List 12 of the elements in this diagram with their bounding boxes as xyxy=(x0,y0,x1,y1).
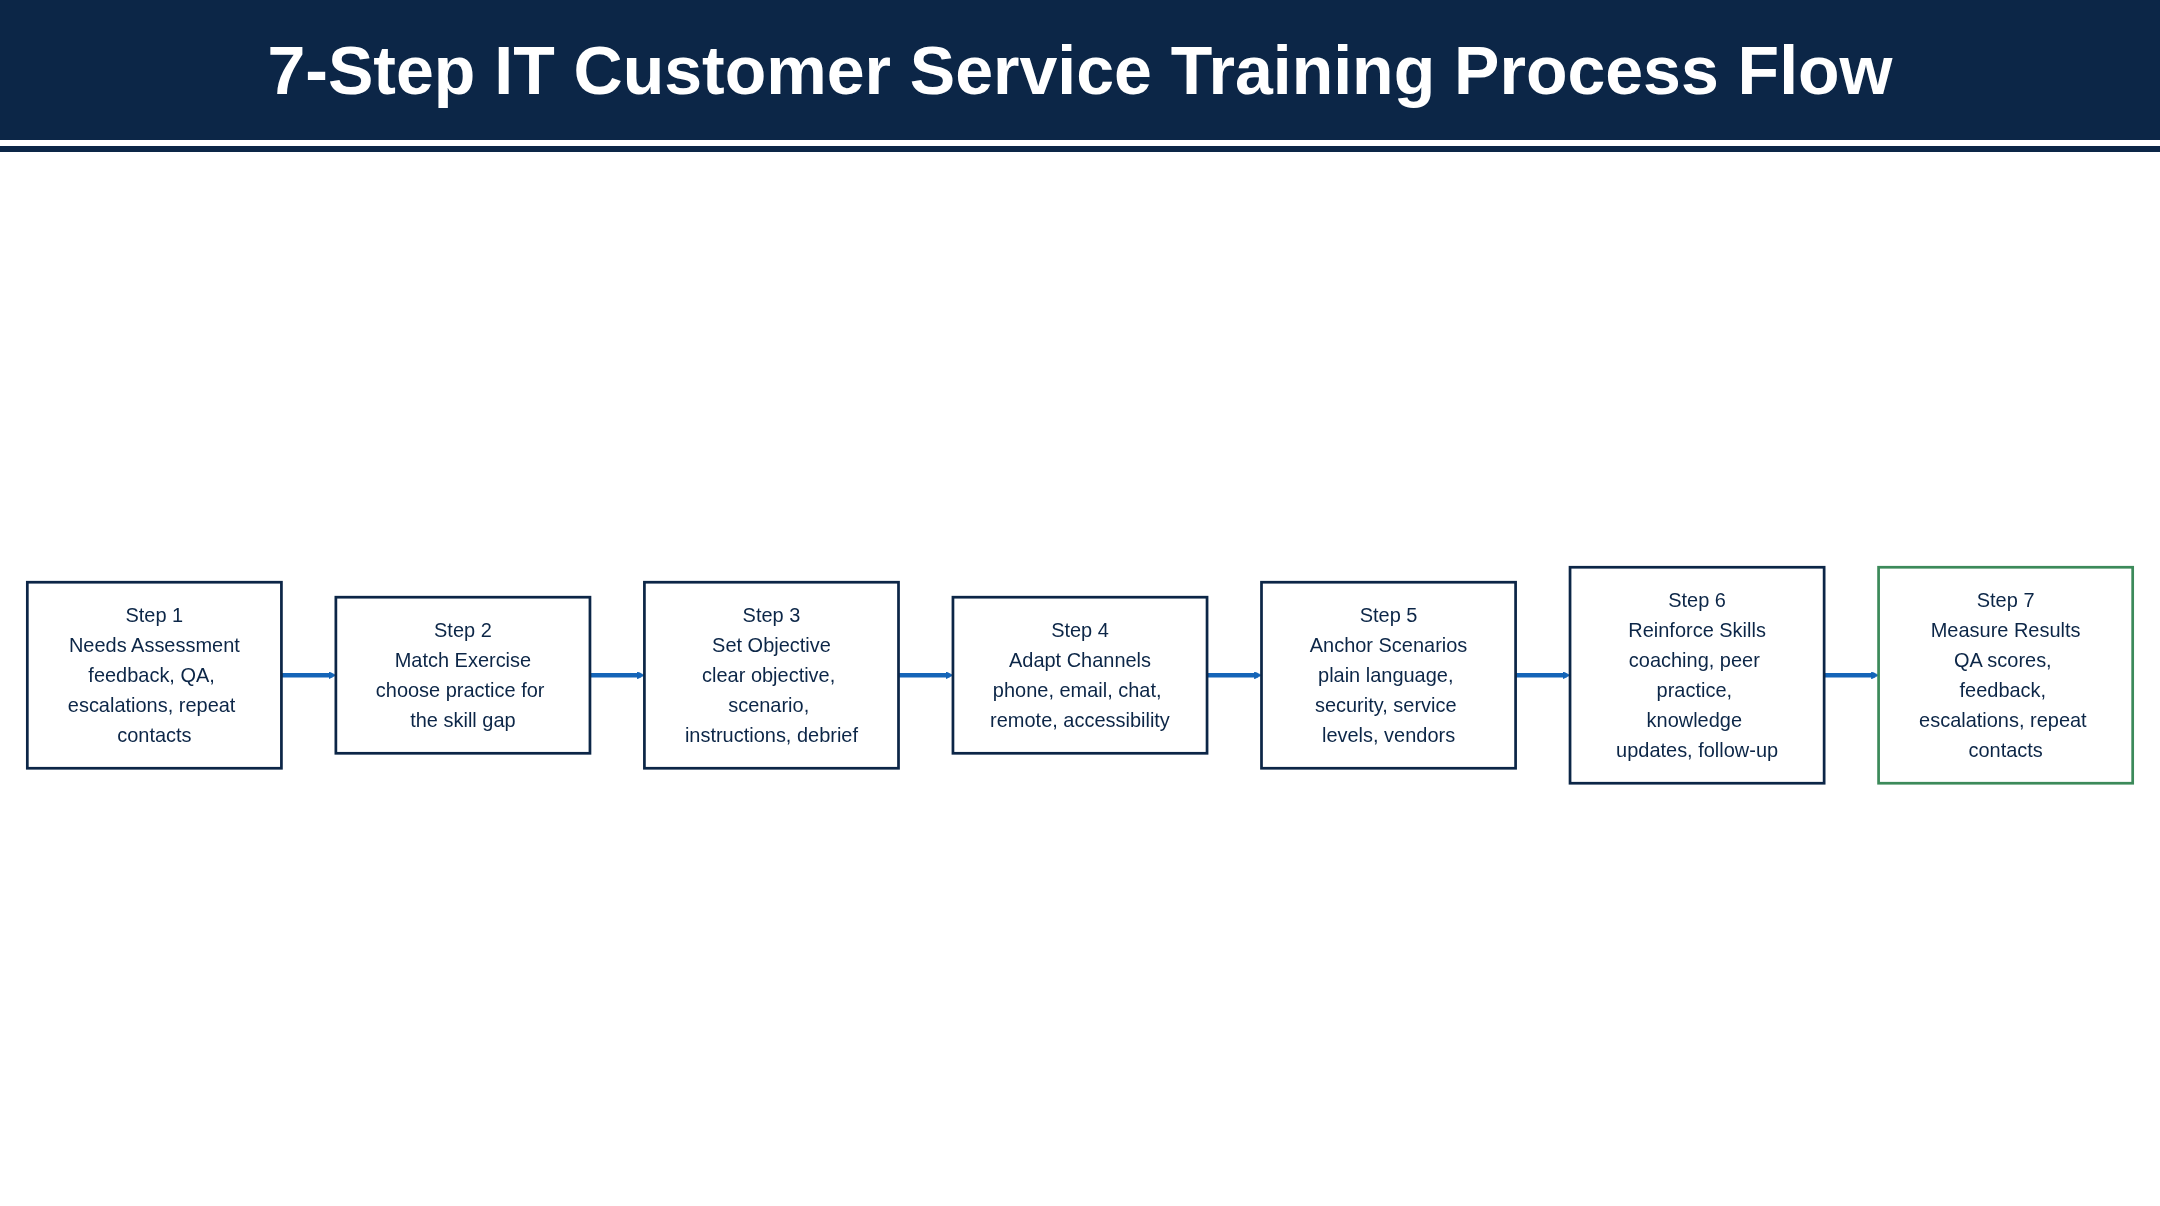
arrow xyxy=(1515,671,1571,679)
node-box: Step 1 Needs Assessment feedback, QA, escalations, repeat contacts xyxy=(25,580,283,770)
arrow xyxy=(589,671,645,679)
node-box: Step 2 Match Exercise choose practice for the skill gap xyxy=(334,595,592,755)
node-box: Step 4 Adapt Channels phone, email, chat, remote, accessibility xyxy=(951,595,1209,755)
node-box: Step 5 Anchor Scenarios plain language, security, service levels, vendors xyxy=(1260,580,1517,770)
title: 7-Step IT Customer Service Training Process Flow xyxy=(267,31,1893,109)
arrow xyxy=(1824,671,1879,679)
node-box: Step 3 Set Objective clear objective, scenario, instructions, debrief xyxy=(643,580,900,770)
node-box: Step 6 Reinforce Skills coaching, peer practice, knowledge updates, follow-up xyxy=(1568,565,1826,785)
node-box: Step 7 Measure Results QA scores, feedback, escalations, repeat contacts xyxy=(1877,565,2135,785)
arrow xyxy=(1207,671,1262,679)
